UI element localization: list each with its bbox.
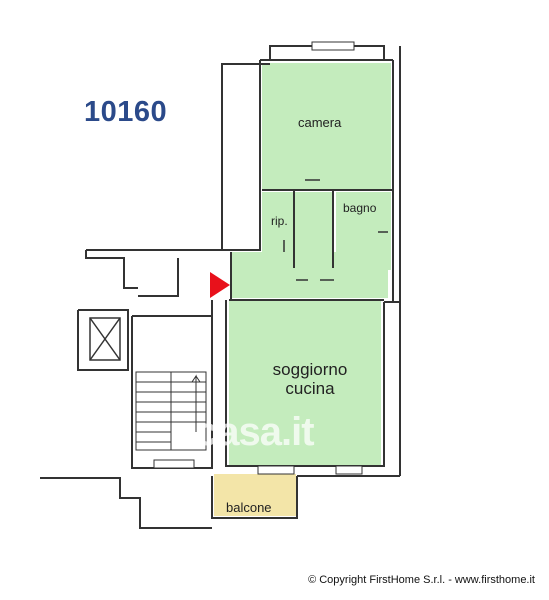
room-label-balcone: balcone [226, 500, 272, 515]
room-label-bagno: bagno [343, 201, 377, 215]
staircase [135, 371, 207, 451]
room-label-ripostiglio: rip. [271, 214, 288, 228]
room-label-soggiorno: soggiorno cucina [254, 360, 366, 398]
windows [153, 41, 363, 475]
soggiorno-room [229, 300, 381, 466]
elevator [89, 317, 121, 361]
walls [40, 45, 401, 529]
copyright-notice: © Copyright FirstHome S.r.l. - www.first… [308, 574, 535, 586]
doors [283, 179, 388, 281]
passage [231, 252, 388, 298]
room-label-soggiorno-line1: soggiorno [272, 360, 348, 379]
balcony [214, 474, 296, 516]
ripostiglio-room [262, 192, 294, 252]
camera-room [262, 63, 391, 189]
room-label-camera: camera [298, 115, 342, 130]
reference-code: 10160 [84, 96, 168, 128]
room-label-soggiorno-line2: cucina [285, 379, 335, 398]
watermark-logo: casa.it [196, 410, 315, 454]
entrance-arrow-icon [210, 272, 230, 298]
